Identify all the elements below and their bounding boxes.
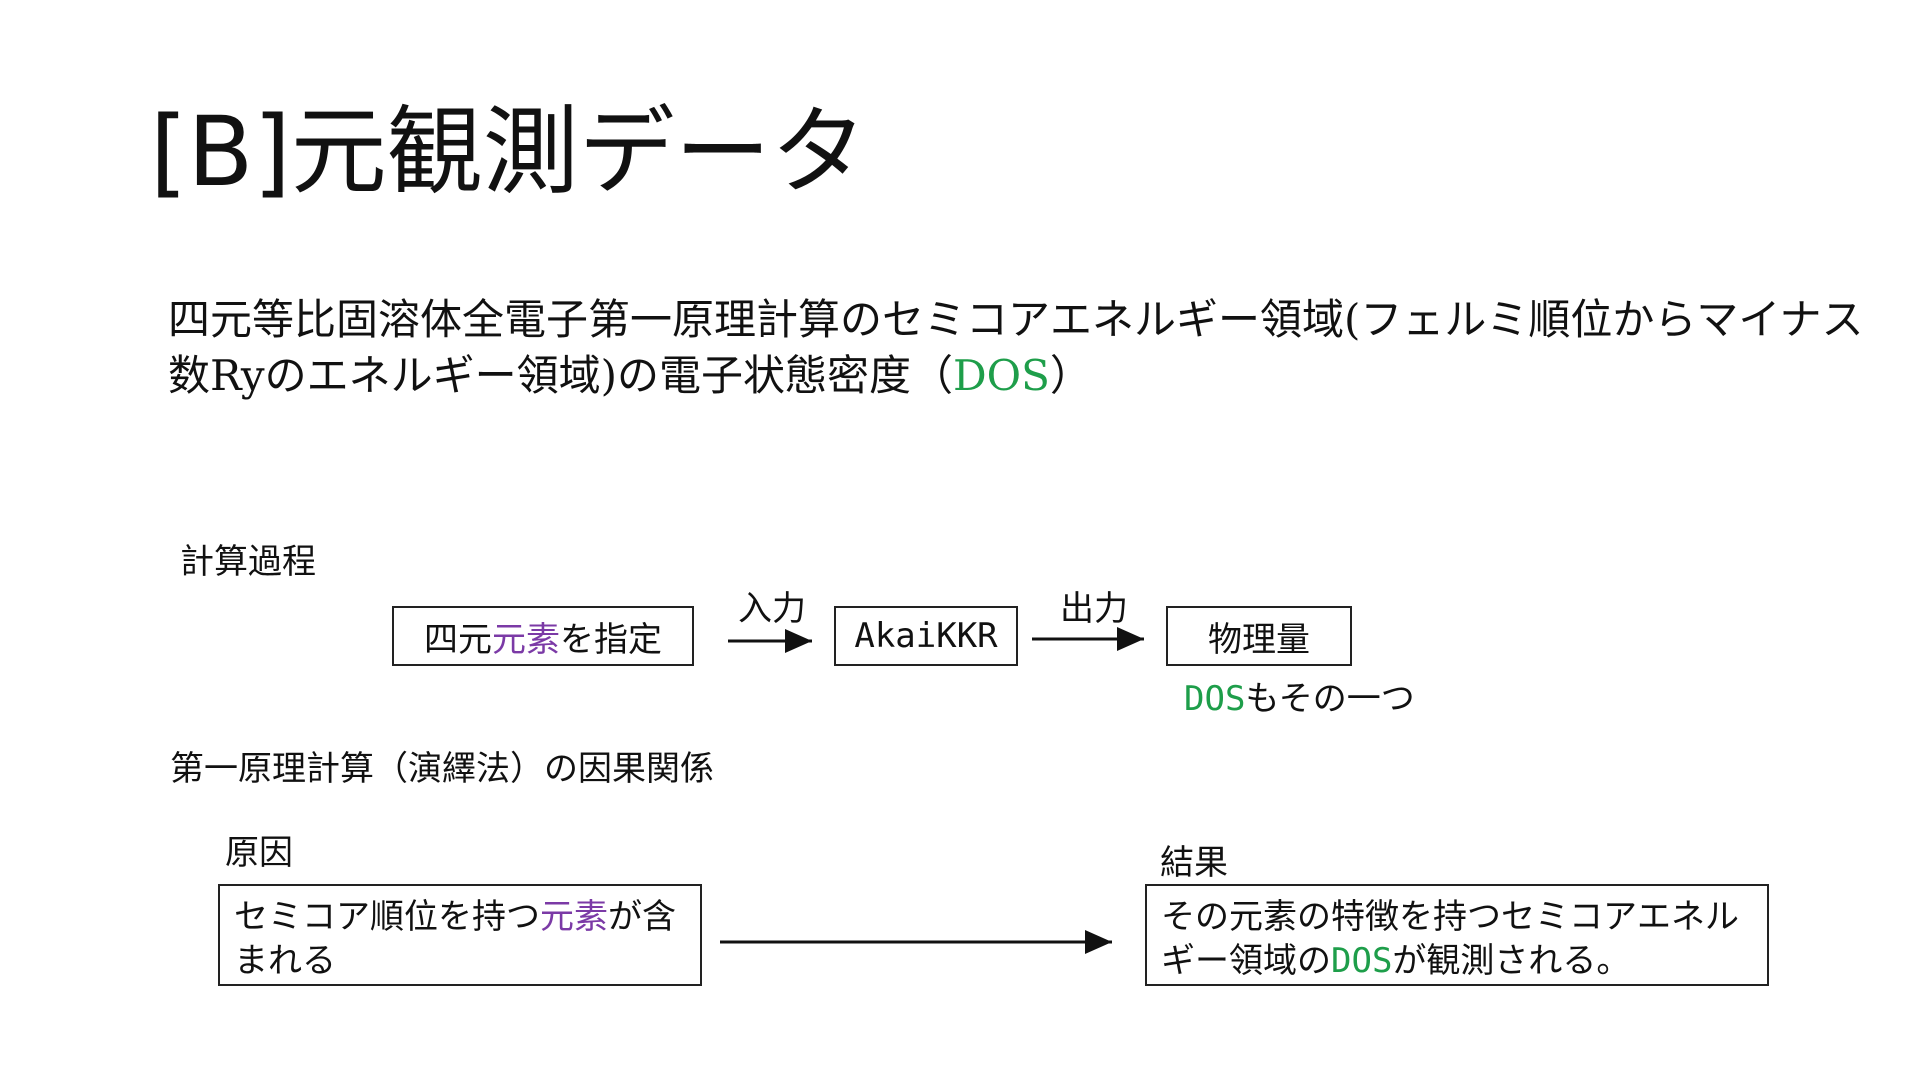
description-text: 四元等比固溶体全電子第一原理計算のセミコアエネルギー領域(フェルミ順位からマイナ… — [168, 292, 1898, 405]
dos-note: DOSもその一つ — [1184, 682, 1415, 716]
description-close: ） — [1049, 351, 1092, 401]
cause-element-highlight: 元素 — [540, 897, 608, 937]
effect-label: 結果 — [1160, 843, 1228, 883]
effect-post: が観測される。 — [1392, 940, 1631, 981]
dos-note-highlight: DOS — [1184, 679, 1246, 719]
effect-pre: その元素の特徴を持つセミコアエネルギー領域の — [1161, 897, 1739, 981]
cause-post: が含まれる — [234, 897, 676, 981]
dos-note-post: もその一つ — [1245, 679, 1415, 719]
step-akaikkr: AkaiKKR — [834, 606, 1018, 666]
step-specify-elements: 四元元素を指定 — [392, 606, 694, 666]
effect-box: その元素の特徴を持つセミコアエネルギー領域のDOSが観測される。 — [1145, 884, 1769, 986]
cause-text: セミコア順位を持つ元素が含まれる — [234, 896, 686, 983]
step2-label: AkaiKKR — [854, 616, 998, 656]
step1-post: を指定 — [560, 619, 662, 660]
effect-dos-highlight: DOS — [1331, 940, 1393, 981]
cause-label: 原因 — [225, 833, 293, 873]
arrow-output-label: 出力 — [1060, 589, 1128, 629]
slide-title: [B]元観測データ — [150, 96, 867, 208]
step1-pre: 四元 — [424, 619, 492, 660]
cause-pre: セミコア順位を持つ — [234, 897, 540, 937]
effect-text: その元素の特徴を持つセミコアエネルギー領域のDOSが観測される。 — [1161, 896, 1753, 983]
step3-label: 物理量 — [1208, 619, 1310, 660]
step-physical-quantity: 物理量 — [1166, 606, 1352, 666]
step1-element-highlight: 元素 — [492, 619, 560, 660]
process-label: 計算過程 — [180, 542, 316, 582]
cause-box: セミコア順位を持つ元素が含まれる — [218, 884, 702, 986]
description-main: 四元等比固溶体全電子第一原理計算のセミコアエネルギー領域(フェルミ順位からマイナ… — [168, 295, 1864, 401]
causality-label: 第一原理計算（演繹法）の因果関係 — [170, 749, 714, 789]
arrow-input-label: 入力 — [738, 589, 806, 629]
description-dos-highlight: DOS — [953, 351, 1050, 401]
